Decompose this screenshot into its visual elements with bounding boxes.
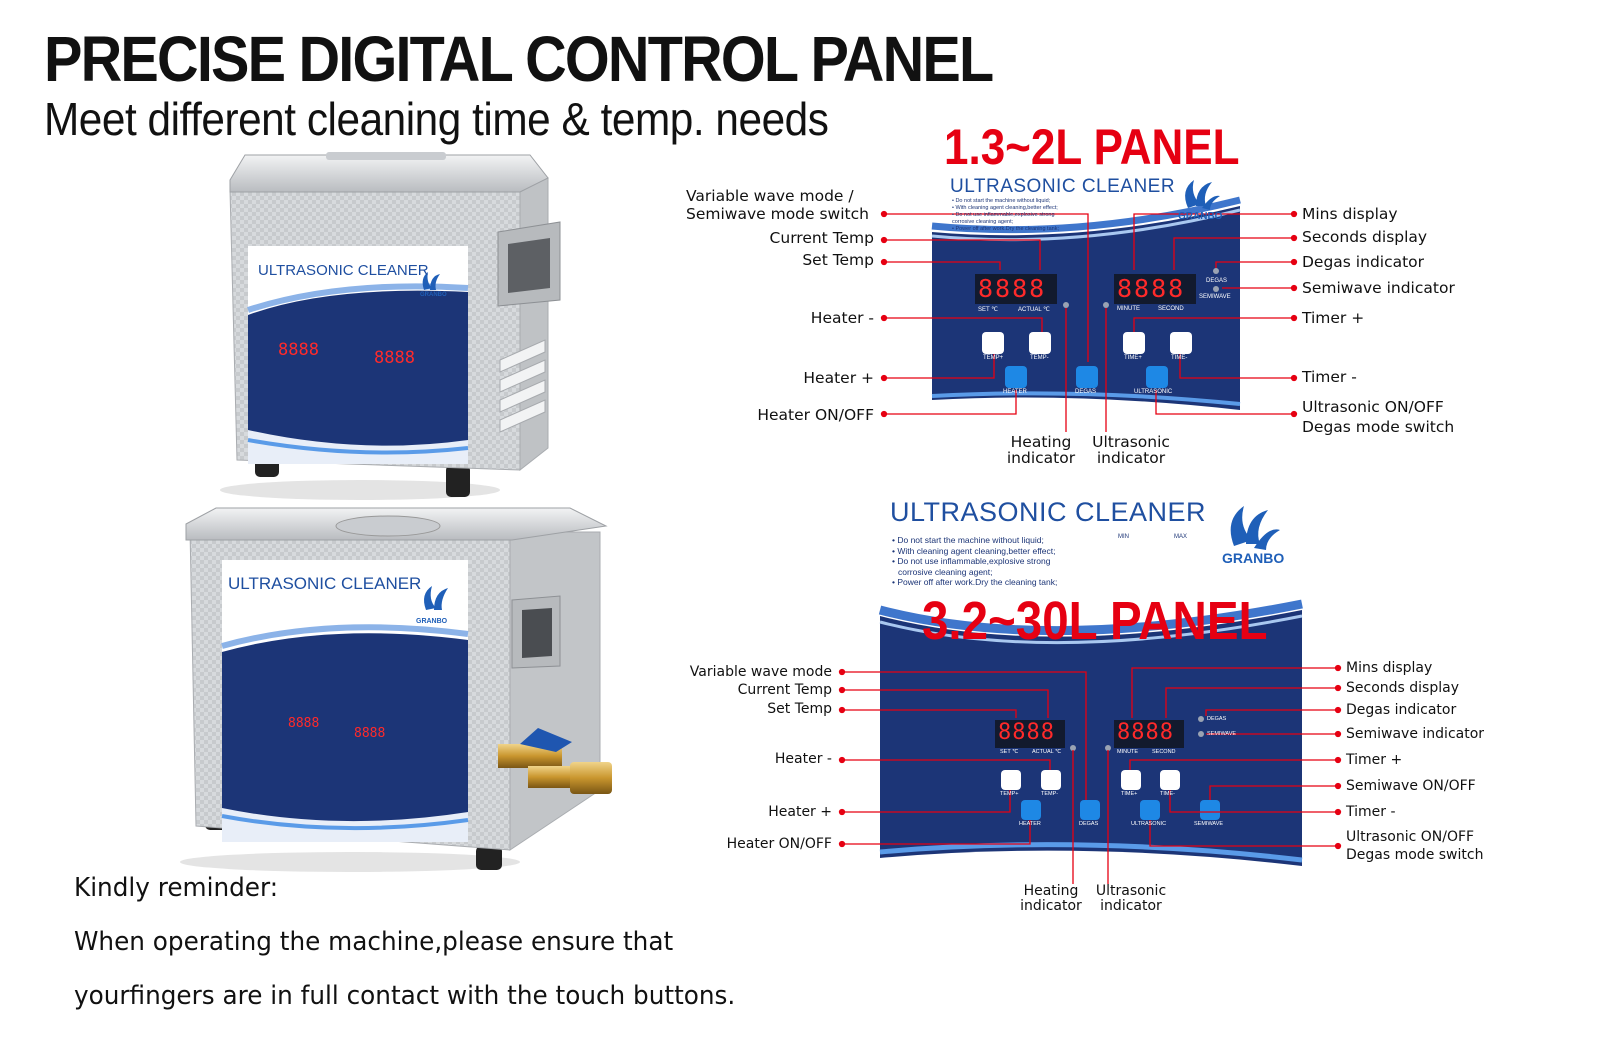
callout-current-temp-large: Current Temp — [737, 682, 832, 698]
warning-text-small-panel: • Do not start the machine without liqui… — [952, 198, 1059, 232]
callout-seconds-display-small: Seconds display — [1302, 228, 1428, 246]
ultrasonic-key-large[interactable]: ULTRASONIC — [1131, 821, 1167, 827]
minute-key-large: MINUTE — [1117, 749, 1139, 755]
granbo-logo-photo-large — [424, 586, 448, 610]
callout-wave-mode-small: Variable wave mode /Semiwave mode switch — [686, 187, 869, 223]
callout-heater-onoff-small: Heater ON/OFF — [757, 406, 874, 424]
degas-key-large[interactable]: DEGAS — [1079, 821, 1099, 827]
device-name-small-panel: ULTRASONIC CLEANER — [950, 176, 1176, 197]
semiwave-key-large[interactable]: SEMIWAVE — [1194, 821, 1224, 827]
panel-large-title: 3.2~30L PANEL — [922, 591, 1268, 651]
brand-photo-small: GRANBO — [420, 292, 447, 298]
callout-semiwave-indicator-large: Semiwave indicator — [1346, 726, 1485, 742]
temp-display-photo-large: 8888 — [288, 716, 320, 731]
degas-label-large: DEGAS — [1207, 716, 1227, 722]
brand-small-panel: GRANBO — [1178, 211, 1223, 222]
callout-mins-display-large: Mins display — [1346, 660, 1433, 676]
temp-display-large: 8888 — [998, 720, 1055, 745]
callout-mins-display-small: Mins display — [1302, 205, 1398, 223]
granbo-logo-large — [1230, 506, 1280, 550]
time-display-small: 8888 — [1117, 274, 1186, 303]
brand-photo-large: GRANBO — [416, 618, 448, 625]
actual-temp-key-small: ACTUAL ℃ — [1018, 307, 1050, 313]
callout-timer-plus-small: Timer + — [1302, 309, 1365, 327]
illustration-layer — [180, 152, 1342, 884]
small-cleaner-photo — [220, 152, 561, 500]
degas-label-small: DEGAS — [1206, 278, 1228, 284]
callout-set-temp-small: Set Temp — [802, 251, 874, 269]
ultrasonic-key-small[interactable]: ULTRASONIC — [1134, 389, 1173, 395]
actual-temp-key-large: ACTUAL ℃ — [1032, 749, 1062, 755]
callout-set-temp-large: Set Temp — [767, 701, 832, 717]
time-display-large: 8888 — [1117, 720, 1174, 745]
callout-lines-small — [880, 210, 1298, 432]
callout-timer-minus-large: Timer - — [1346, 804, 1396, 820]
temp-display-photo-small: 8888 — [278, 340, 319, 360]
temp-display-small: 8888 — [978, 274, 1047, 303]
callout-heater-plus-small: Heater + — [803, 369, 874, 387]
set-temp-key-large: SET ℃ — [1000, 749, 1019, 755]
callout-degas-indicator-small: Degas indicator — [1302, 253, 1425, 271]
callout-degas-indicator-large: Degas indicator — [1346, 702, 1457, 718]
granbo-logo-small — [1185, 180, 1220, 210]
semiwave-label-small: SEMIWAVE — [1199, 294, 1231, 300]
temp-up-key-large[interactable]: TEMP+ — [1000, 791, 1019, 797]
granbo-logo-photo-small — [422, 272, 440, 290]
second-key-large: SECOND — [1152, 749, 1176, 755]
degas-key-small[interactable]: DEGAS — [1075, 389, 1097, 395]
time-display-photo-large: 8888 — [354, 726, 386, 741]
large-cleaner-photo — [180, 507, 612, 872]
callout-heater-minus-small: Heater - — [810, 309, 874, 327]
temp-down-key-small[interactable]: TEMP- — [1030, 355, 1049, 361]
time-down-key-small[interactable]: TIME- — [1171, 355, 1188, 361]
time-up-key-large[interactable]: TIME+ — [1121, 791, 1138, 797]
callout-wave-mode-large: Variable wave mode — [689, 664, 832, 680]
semiwave-label-large: SEMIWAVE — [1207, 731, 1237, 737]
heater-key-small[interactable]: HEATER — [1003, 389, 1027, 395]
page-subtitle: Meet different cleaning time & temp. nee… — [44, 93, 829, 145]
callout-heater-onoff-large: Heater ON/OFF — [726, 836, 832, 852]
callout-semiwave-onoff-large: Semiwave ON/OFF — [1346, 778, 1476, 794]
callout-current-temp-small: Current Temp — [769, 229, 874, 247]
small-panel-graphic — [931, 196, 1241, 418]
temp-up-key-small[interactable]: TEMP+ — [983, 355, 1004, 361]
page-title: PRECISE DIGITAL CONTROL PANEL — [44, 23, 994, 95]
device-name-photo-large: ULTRASONIC CLEANER — [228, 574, 422, 593]
heater-key-large[interactable]: HEATER — [1019, 821, 1041, 827]
time-display-photo-small: 8888 — [374, 348, 415, 368]
callout-heater-plus-large: Heater + — [768, 804, 832, 820]
warning-text-large-panel: • Do not start the machine without liqui… — [892, 535, 1058, 587]
brand-large-panel: GRANBO — [1222, 550, 1285, 566]
temp-down-key-large[interactable]: TEMP- — [1041, 791, 1059, 797]
callout-timer-minus-small: Timer - — [1302, 368, 1357, 386]
set-temp-key-small: SET ℃ — [978, 307, 998, 313]
max-mark: MAX — [1174, 534, 1188, 540]
large-panel-graphic — [878, 599, 1303, 882]
minute-key-small: MINUTE — [1117, 306, 1140, 312]
time-down-key-large[interactable]: TIME- — [1160, 791, 1175, 797]
callout-semiwave-indicator-small: Semiwave indicator — [1302, 279, 1455, 297]
device-name-large-panel: ULTRASONIC CLEANER — [890, 497, 1207, 527]
time-up-key-small[interactable]: TIME+ — [1124, 355, 1142, 361]
min-mark: MIN — [1118, 534, 1129, 540]
second-key-small: SECOND — [1158, 306, 1184, 312]
panel-small-title: 1.3~2L PANEL — [944, 119, 1240, 175]
device-name-photo-small: ULTRASONIC CLEANER — [258, 262, 429, 279]
callout-lines-large — [838, 664, 1342, 884]
callout-timer-plus-large: Timer + — [1346, 752, 1403, 768]
reminder-text: Kindly reminder: When operating the mach… — [74, 873, 736, 1011]
callout-seconds-display-large: Seconds display — [1346, 680, 1459, 696]
callout-heater-minus-large: Heater - — [774, 751, 832, 767]
